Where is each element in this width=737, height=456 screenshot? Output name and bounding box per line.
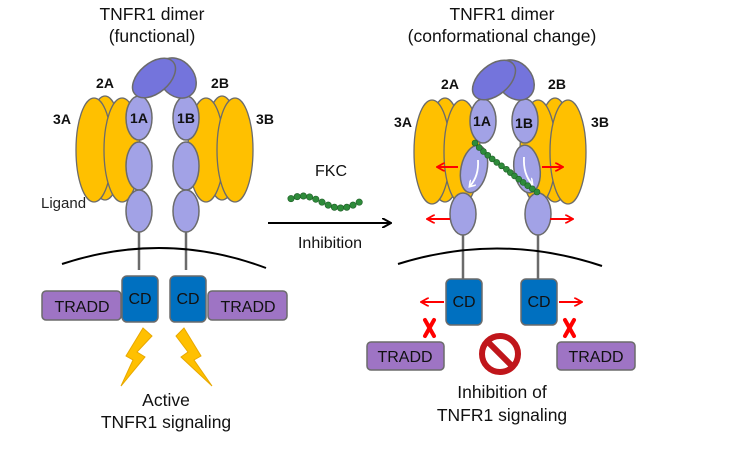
fkc-bead (324, 201, 332, 209)
fkc-bead (349, 201, 357, 209)
ligand-trimer-left (75, 95, 141, 203)
fkc-bead (524, 182, 532, 189)
label-1a: 1A (130, 110, 148, 126)
cd-label-left: CD (452, 294, 475, 311)
label-1a: 1A (473, 113, 491, 129)
label-1b: 1B (177, 110, 195, 126)
cell-membrane-right (397, 247, 603, 267)
middle-transition: FKC Inhibition (268, 163, 390, 252)
tradd-box-left (366, 341, 445, 371)
receptor-chain-b (172, 95, 200, 233)
fkc-bead (480, 148, 487, 155)
fkc-bead (306, 193, 314, 201)
fkc-bead (355, 198, 363, 206)
left-caption-line2: TNFR1 signaling (101, 412, 231, 432)
fkc-molecule-icon (287, 192, 363, 212)
blocked-x-left-icon (423, 318, 436, 338)
right-caption-line2: TNFR1 signaling (437, 405, 567, 425)
receptor-chain-a (449, 98, 497, 236)
fkc-bead (533, 188, 541, 196)
fkc-bead (287, 195, 295, 203)
tradd-label-right: TRADD (220, 299, 275, 316)
fkc-bead (318, 198, 326, 206)
fkc-bead (498, 162, 505, 170)
cd-label-right: CD (527, 294, 550, 311)
fkc-bead (484, 151, 492, 159)
right-title-line2: (conformational change) (408, 26, 597, 46)
fkc-label: FKC (315, 163, 347, 180)
label-3b: 3B (591, 114, 609, 130)
fkc-bead (493, 159, 501, 166)
tradd-box-right (207, 290, 288, 321)
left-panel: TNFR1 dimer (functional) (41, 4, 288, 432)
receptor-chain-b (511, 98, 552, 236)
fkc-bead (471, 139, 479, 147)
fkc-bead (475, 144, 483, 151)
right-caption-line1: Inhibition of (457, 382, 547, 402)
blocked-x-right-icon (563, 318, 576, 338)
fkc-bead (293, 193, 301, 201)
ligand-label: Ligand (41, 195, 86, 212)
label-3b: 3B (256, 111, 274, 127)
label-2b: 2B (211, 75, 229, 91)
right-panel: TNFR1 dimer (conformational change) (366, 4, 636, 425)
tradd-label-right: TRADD (568, 349, 623, 366)
label-2a: 2A (441, 76, 459, 92)
no-entry-sign-icon (479, 333, 521, 375)
fkc-bead (312, 195, 320, 203)
label-2a: 2A (96, 75, 114, 91)
tradd-box-right (556, 341, 636, 371)
fkc-bead (488, 155, 496, 163)
label-3a: 3A (394, 114, 412, 130)
cell-membrane-left (61, 246, 267, 269)
label-1b: 1B (515, 115, 533, 131)
left-title-line2: (functional) (109, 26, 196, 46)
lightning-bolt-left-icon (120, 327, 153, 387)
tradd-label-left: TRADD (377, 349, 432, 366)
receptor-cap (471, 59, 535, 101)
receptor-cap (131, 57, 197, 99)
label-2b: 2B (548, 76, 566, 92)
cd-box-right (520, 278, 558, 326)
cd-box-left (121, 275, 159, 323)
fkc-bead (299, 192, 307, 200)
receptor-chain-a (125, 95, 153, 233)
fkc-bead (337, 204, 345, 212)
label-3a: 3A (53, 111, 71, 127)
fkc-bead (515, 175, 523, 183)
fkc-bead (519, 179, 527, 186)
left-caption-line1: Active (142, 390, 190, 410)
fkc-bead (529, 185, 536, 193)
rotation-arrow-left-icon (470, 159, 479, 186)
rotation-arrow-right-icon (523, 156, 532, 184)
cd-label-left: CD (128, 291, 151, 308)
cd-label-right: CD (176, 291, 199, 308)
cd-box-right (169, 275, 207, 323)
cd-box-left (445, 278, 483, 326)
fkc-bead (330, 203, 338, 211)
right-title-line1: TNFR1 dimer (449, 4, 554, 24)
fkc-bound-chain-icon (471, 139, 541, 196)
left-title-line1: TNFR1 dimer (99, 4, 204, 24)
lightning-bolt-right-icon (175, 327, 213, 387)
tradd-label-left: TRADD (54, 299, 109, 316)
fkc-bead (343, 203, 351, 211)
tradd-box-left (41, 290, 122, 321)
fkc-bead (511, 172, 518, 180)
inhibition-label: Inhibition (298, 235, 362, 252)
